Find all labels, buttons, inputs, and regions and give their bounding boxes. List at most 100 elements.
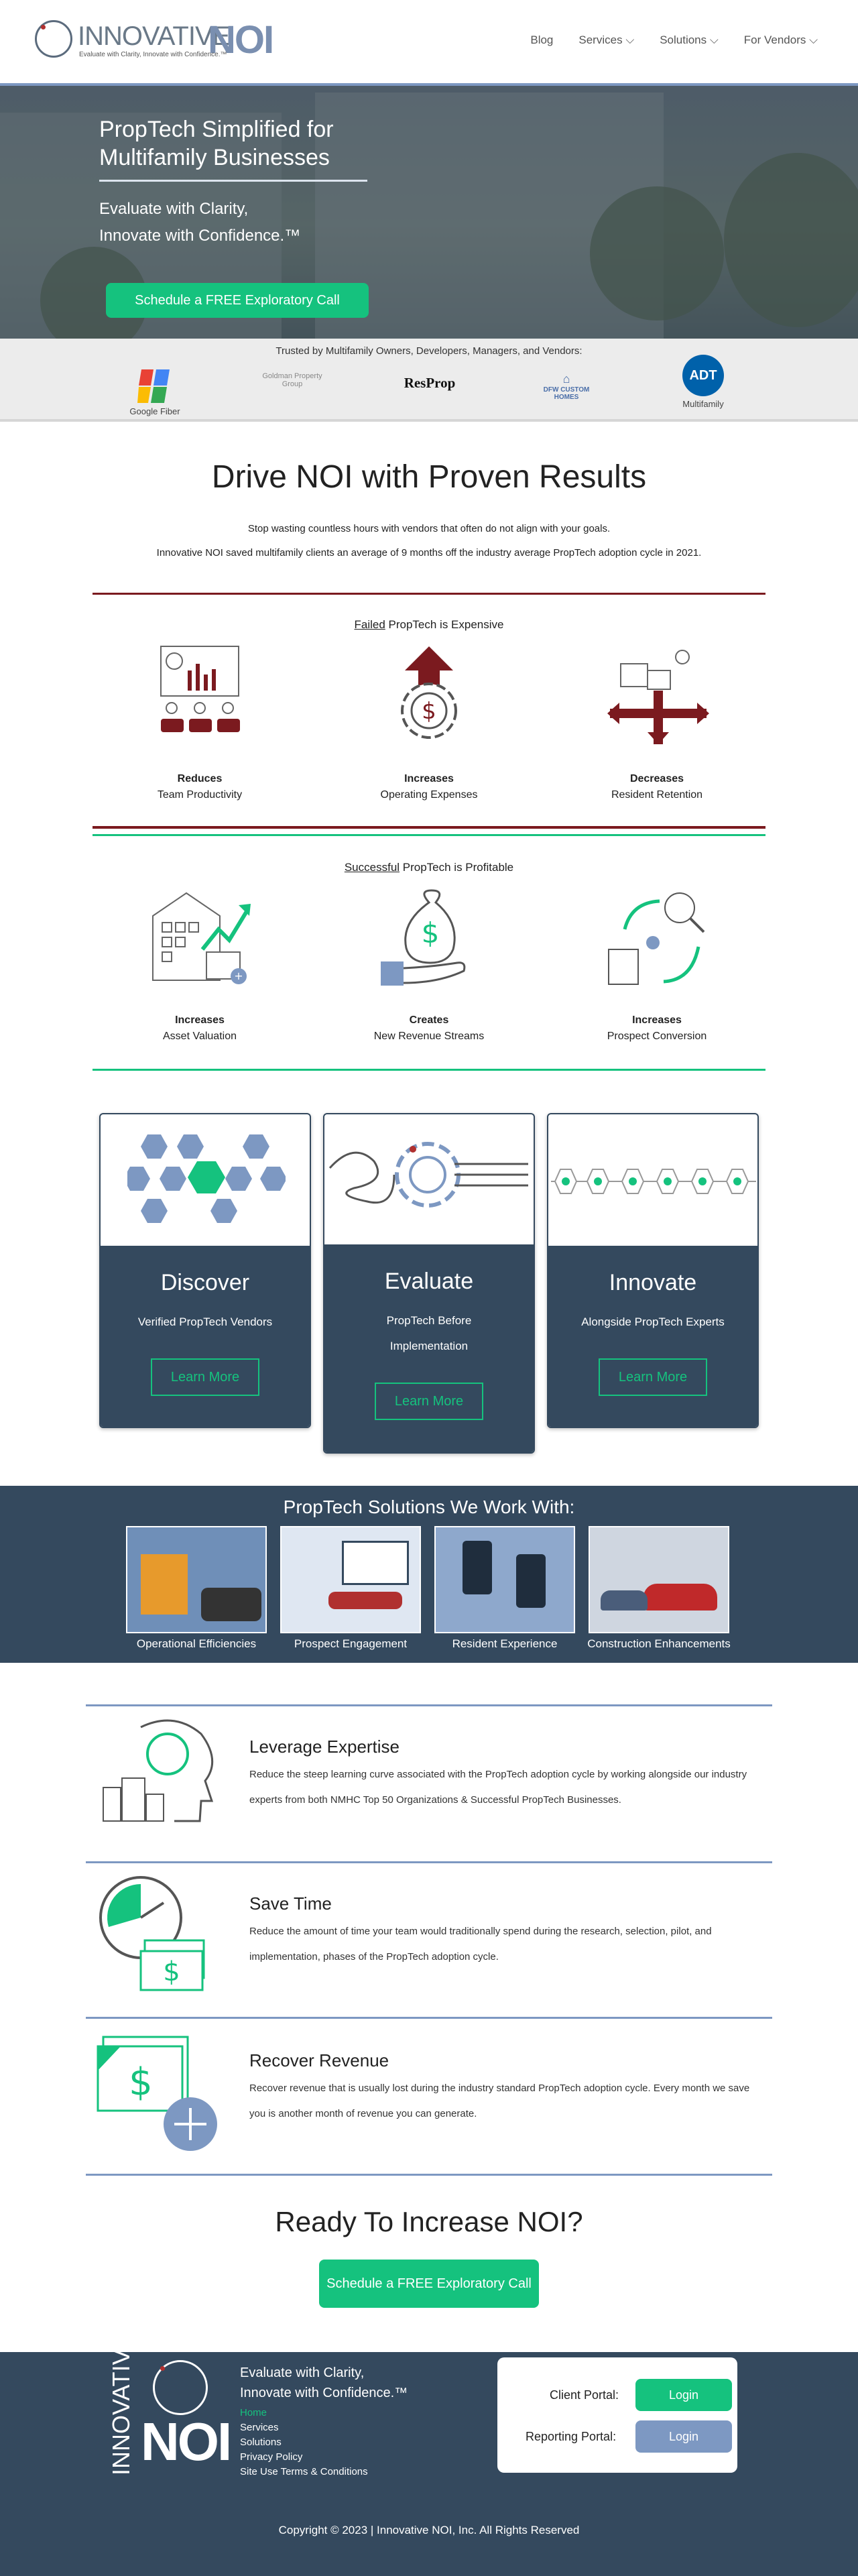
nav-links: Blog Services ⌵ Solutions ⌵ For Vendors … bbox=[530, 34, 818, 47]
red-car-image bbox=[644, 1584, 717, 1611]
failed-item-1-text: Team Productivity bbox=[157, 789, 243, 801]
google-fiber-logo[interactable]: Google Fiber bbox=[125, 367, 185, 416]
solution-image-resident[interactable] bbox=[434, 1526, 575, 1633]
success-title-rest: PropTech is Profitable bbox=[400, 861, 514, 874]
results-line1: Stop wasting countless hours with vendor… bbox=[247, 523, 611, 534]
card-innovate: Innovate Alongside PropTech Experts Lear… bbox=[547, 1113, 759, 1428]
sofa-image bbox=[328, 1592, 402, 1609]
success-divider-green bbox=[93, 834, 765, 836]
trusted-title: Trusted by Multifamily Owners, Developer… bbox=[275, 345, 583, 357]
card-innovate-text: Alongside PropTech Experts bbox=[581, 1315, 725, 1328]
nav-link-blog[interactable]: Blog bbox=[530, 34, 554, 46]
resident-exit-icon bbox=[607, 650, 709, 744]
success-title-underline: Successful bbox=[344, 861, 400, 874]
success-item-3-bold: Increases bbox=[632, 1014, 682, 1026]
cta-title: Ready To Increase NOI? bbox=[275, 2206, 583, 2237]
top-nav: INNOVATIVE NOI Evaluate with Clarity, In… bbox=[0, 0, 858, 83]
google-fiber-icon bbox=[137, 369, 170, 403]
svg-text:$: $ bbox=[163, 1956, 180, 1987]
hexagon-network-icon bbox=[127, 1134, 286, 1223]
solution-image-prospect[interactable] bbox=[280, 1526, 421, 1633]
success-item-2-bold: Creates bbox=[409, 1014, 449, 1026]
solution-label-construction: Construction Enhancements bbox=[587, 1637, 731, 1650]
footer-link-terms[interactable]: Site Use Terms & Conditions bbox=[240, 2466, 368, 2477]
money-bag-hand-icon: $ bbox=[381, 889, 466, 986]
card-innovate-learn-more-button[interactable]: Learn More bbox=[599, 1358, 707, 1396]
trusted-strip: Trusted by Multifamily Owners, Developer… bbox=[0, 339, 858, 422]
dfw-logo[interactable]: ⌂ DFW CUSTOM HOMES bbox=[536, 372, 597, 401]
dfw-label: DFW CUSTOM HOMES bbox=[543, 386, 590, 401]
solution-image-operational[interactable] bbox=[126, 1526, 267, 1633]
solutions-band: PropTech Solutions We Work With: Operati… bbox=[0, 1486, 858, 1663]
hexagon-chain-icon bbox=[551, 1169, 756, 1194]
resprop-logo[interactable]: ResProp bbox=[393, 375, 467, 392]
adt-caption: Multifamily bbox=[682, 399, 724, 409]
client-portal-label: Client Portal: bbox=[550, 2388, 619, 2402]
adt-badge: ADT bbox=[682, 355, 724, 396]
results-title: Drive NOI with Proven Results bbox=[211, 459, 647, 495]
locker-image bbox=[141, 1554, 188, 1615]
hero-rule bbox=[99, 180, 367, 182]
solutions-title: PropTech Solutions We Work With: bbox=[283, 1497, 575, 1517]
brand-logo[interactable]: INNOVATIVE NOI Evaluate with Clarity, In… bbox=[35, 17, 276, 66]
benefit-title-expertise: Leverage Expertise bbox=[249, 1737, 400, 1757]
footer-link-privacy[interactable]: Privacy Policy bbox=[240, 2451, 303, 2463]
solution-label-prospect: Prospect Engagement bbox=[294, 1637, 408, 1650]
nav-link-services[interactable]: Services ⌵ bbox=[578, 34, 634, 47]
goldman-property-label: Goldman Property Group bbox=[262, 372, 322, 388]
benefit-divider bbox=[86, 2017, 772, 2019]
clock-money-icon: $ bbox=[99, 1876, 205, 1991]
nav-link-vendors[interactable]: For Vendors ⌵ bbox=[744, 34, 818, 47]
resprop-label: ResProp bbox=[404, 375, 456, 391]
phone-image bbox=[516, 1554, 546, 1608]
adt-logo[interactable]: ADT Multifamily bbox=[674, 355, 732, 409]
cta-button[interactable]: Schedule a FREE Exploratory Call bbox=[319, 2260, 539, 2308]
reporting-portal-label: Reporting Portal: bbox=[526, 2430, 617, 2443]
card-innovate-panel: Innovate Alongside PropTech Experts Lear… bbox=[548, 1246, 757, 1427]
card-discover: Discover Verified PropTech Vendors Learn… bbox=[99, 1113, 311, 1428]
nav-services-label: Services bbox=[578, 34, 623, 46]
nav-vendors-label: For Vendors bbox=[743, 34, 806, 46]
card-evaluate-text-2: Implementation bbox=[389, 1340, 469, 1352]
footer-link-home[interactable]: Home bbox=[240, 2407, 267, 2418]
client-portal-login-button[interactable]: Login bbox=[635, 2379, 732, 2411]
card-evaluate: Evaluate PropTech Before Implementation … bbox=[323, 1113, 535, 1454]
benefit-title-revenue: Recover Revenue bbox=[249, 2050, 389, 2070]
failed-title: Failed PropTech is Expensive bbox=[0, 618, 858, 632]
footer-links: Home Services Solutions Privacy Policy S… bbox=[240, 2406, 368, 2479]
hero-tree-image bbox=[724, 153, 858, 327]
footer-link-solutions[interactable]: Solutions bbox=[240, 2437, 282, 2448]
hero-cta-button[interactable]: Schedule a FREE Exploratory Call bbox=[106, 283, 369, 318]
car-image bbox=[601, 1590, 648, 1611]
nav-divider bbox=[0, 83, 858, 86]
card-evaluate-learn-more-button[interactable]: Learn More bbox=[375, 1383, 483, 1420]
reporting-portal-login-button[interactable]: Login bbox=[635, 2420, 732, 2453]
success-bottom-divider bbox=[93, 1069, 765, 1071]
failed-item-2-bold: Increases bbox=[404, 773, 454, 784]
goldman-property-logo[interactable]: Goldman Property Group bbox=[259, 372, 326, 388]
gear-dollar-icon: $ bbox=[401, 646, 457, 739]
card-innovate-title: Innovate bbox=[609, 1270, 697, 1295]
card-evaluate-text-1: PropTech Before bbox=[386, 1314, 472, 1327]
benefit-text-revenue: Recover revenue that is usually lost dur… bbox=[249, 2083, 750, 2119]
success-item-1-bold: Increases bbox=[175, 1014, 225, 1026]
card-discover-text: Verified PropTech Vendors bbox=[137, 1315, 273, 1328]
footer-link-services[interactable]: Services bbox=[240, 2422, 279, 2433]
chevron-down-icon: ⌵ bbox=[625, 34, 635, 46]
footer-tagline-line2: Innovate with Confidence.™ bbox=[240, 2386, 408, 2400]
logo-noi: NOI bbox=[208, 18, 274, 62]
solution-image-construction[interactable] bbox=[589, 1526, 729, 1633]
solution-label-operational: Operational Efficiencies bbox=[136, 1637, 257, 1650]
nav-solutions-label: Solutions bbox=[660, 34, 707, 46]
hero-banner: PropTech Simplified for Multifamily Busi… bbox=[0, 86, 858, 339]
nav-link-solutions[interactable]: Solutions ⌵ bbox=[660, 34, 719, 47]
card-discover-learn-more-button[interactable]: Learn More bbox=[151, 1358, 259, 1396]
dfw-icon: ⌂ bbox=[562, 372, 570, 386]
google-fiber-label: Google Fiber bbox=[129, 406, 180, 416]
footer-tagline-line1: Evaluate with Clarity, bbox=[240, 2365, 365, 2380]
footer-brand-word: INNOVATIVE bbox=[107, 2333, 135, 2475]
